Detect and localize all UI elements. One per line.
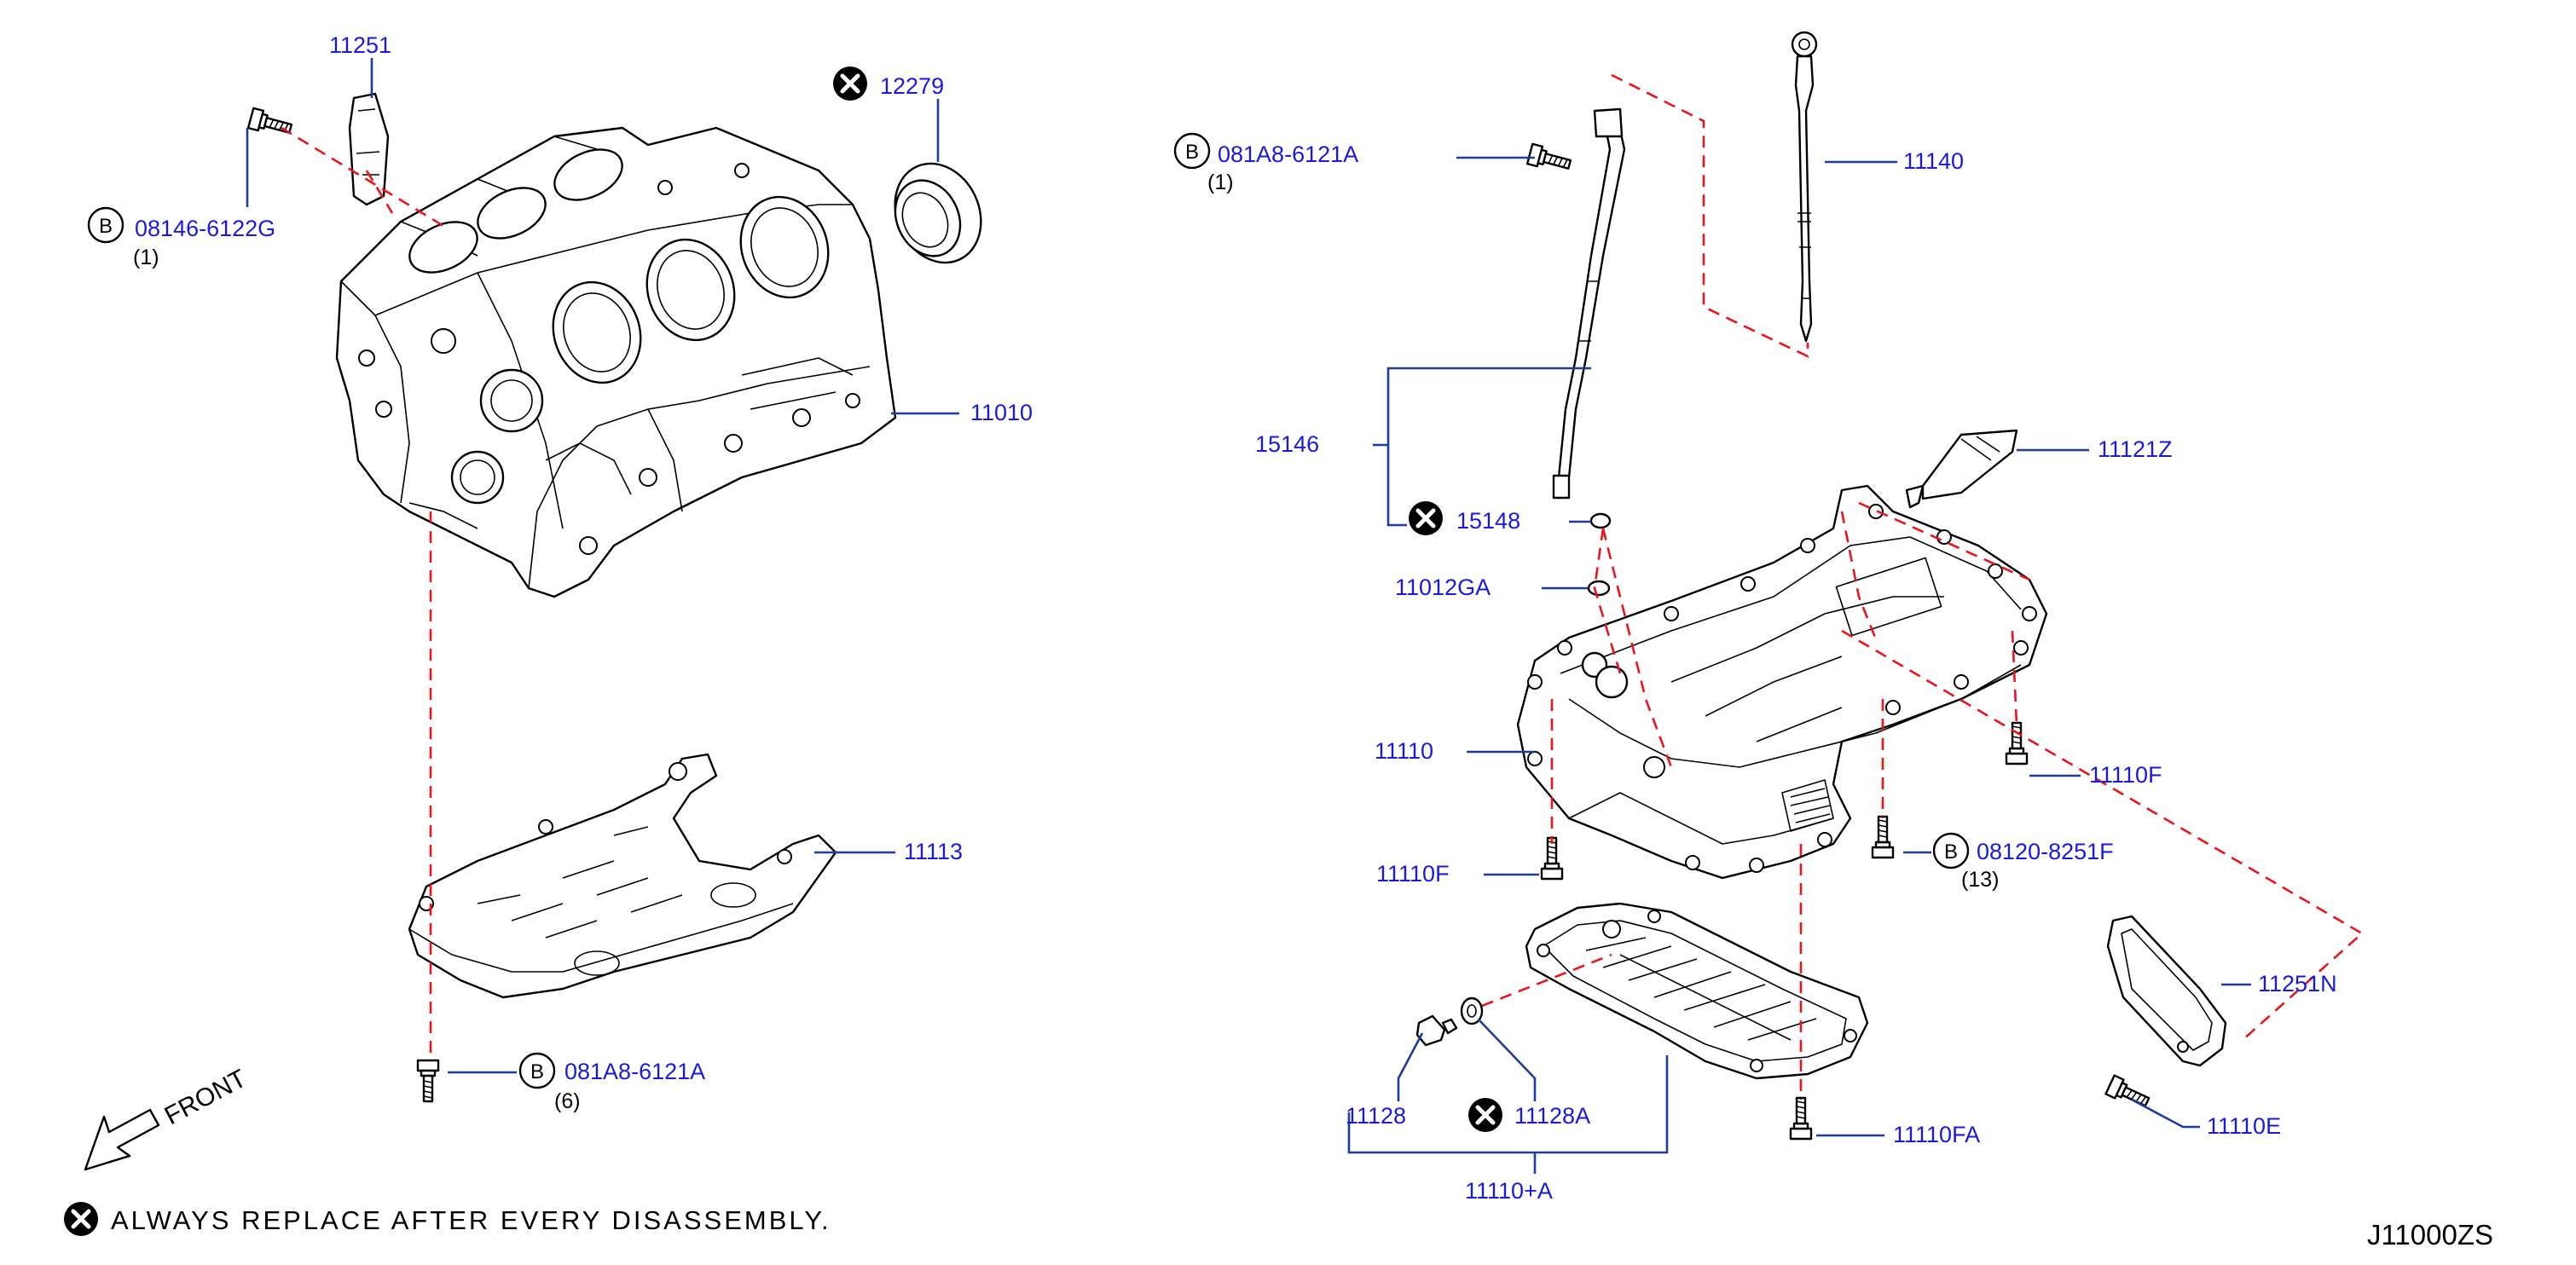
svg-text:B: B xyxy=(1185,141,1199,164)
label-11110f-left: 11110F xyxy=(1376,861,1450,887)
bolt-081a8-left-drawing xyxy=(416,1059,440,1103)
o-ring-15148-drawing xyxy=(1589,512,1612,529)
gasket-11012ga-drawing xyxy=(1587,580,1611,597)
bolt-b-marker-icon: B xyxy=(87,206,124,244)
label-11128a: 11128A xyxy=(1514,1103,1590,1129)
washer-11128a-drawing xyxy=(1460,996,1484,1025)
bracket-11251-drawing xyxy=(348,92,390,206)
label-081a8-6121a-top: 081A8-6121A xyxy=(1218,142,1358,167)
bolt-08146-drawing xyxy=(246,107,294,140)
replace-always-icon xyxy=(64,1202,98,1236)
label-11010: 11010 xyxy=(970,400,1033,425)
bolt-081a8-top-drawing xyxy=(1525,142,1573,176)
oil-pan-upper-11110-drawing xyxy=(1516,484,2048,880)
replacement-note: ALWAYS REPLACE AFTER EVERY DISASSEMBLY. xyxy=(111,1205,831,1235)
label-11128: 11128 xyxy=(1346,1103,1406,1129)
label-11110-plus-a: 11110+A xyxy=(1465,1178,1553,1204)
label-11113: 11113 xyxy=(904,839,963,864)
bolt-08120-drawing xyxy=(1871,815,1895,859)
replace-always-icon xyxy=(1468,1098,1502,1132)
leader-lines xyxy=(246,58,2251,1174)
oil-pan-lower-drawing xyxy=(1525,902,1869,1080)
dipstick-11140-drawing xyxy=(1791,31,1818,343)
bolt-b-marker-icon: B xyxy=(1173,132,1211,170)
bolt-b-marker-icon: B xyxy=(518,1052,556,1089)
label-08146-6122g: 08146-6122G xyxy=(135,216,275,241)
label-11110e: 11110E xyxy=(2207,1113,2281,1139)
replace-always-icon xyxy=(833,66,867,101)
label-11121z: 11121Z xyxy=(2098,436,2173,462)
bolt-11110f-right-drawing xyxy=(2005,721,2029,765)
label-12279: 12279 xyxy=(880,73,944,99)
label-08120-8251f: 08120-8251F xyxy=(1977,839,2114,864)
qty-08120-8251f: (13) xyxy=(1961,868,1999,892)
label-11251: 11251 xyxy=(329,32,391,58)
label-11140: 11140 xyxy=(1903,148,1964,174)
cylinder-block-drawing xyxy=(335,126,897,598)
bolt-11110fa-drawing xyxy=(1789,1096,1813,1141)
label-11251n: 11251N xyxy=(2258,971,2337,996)
label-11110: 11110 xyxy=(1375,738,1433,764)
replace-always-icon xyxy=(1409,501,1443,535)
dashed-connection-lines xyxy=(281,73,2365,1100)
front-label: FRONT xyxy=(160,1065,252,1131)
label-15148: 15148 xyxy=(1456,508,1520,534)
qty-081a8-6121a-left: (6) xyxy=(554,1089,581,1113)
svg-text:B: B xyxy=(1944,840,1958,864)
dipstick-tube-15146-drawing xyxy=(1552,107,1626,500)
oil-seal-12279-drawing xyxy=(894,162,982,264)
qty-081a8-6121a-top: (1) xyxy=(1207,170,1234,194)
label-15146: 15146 xyxy=(1255,431,1319,457)
sealant-tube-11121z-drawing xyxy=(1905,429,2018,509)
cover-plate-11251n-drawing xyxy=(2106,915,2227,1067)
bolt-b-marker-icon: B xyxy=(1932,832,1970,869)
baffle-plate-11113-drawing xyxy=(408,753,837,999)
label-081a8-6121a-left: 081A8-6121A xyxy=(564,1059,705,1084)
svg-text:B: B xyxy=(99,215,113,238)
drain-plug-11128-drawing xyxy=(1415,1014,1458,1047)
front-arrow-icon xyxy=(84,1108,160,1171)
diagram-code: J11000ZS xyxy=(2367,1219,2493,1251)
qty-08146-6122g: (1) xyxy=(133,245,159,269)
label-11012ga: 11012GA xyxy=(1395,575,1491,600)
label-11110fa: 11110FA xyxy=(1893,1122,1980,1147)
label-11110f-right: 11110F xyxy=(2089,762,2162,788)
bolt-11110f-left-drawing xyxy=(1540,836,1564,881)
svg-text:B: B xyxy=(530,1060,544,1083)
